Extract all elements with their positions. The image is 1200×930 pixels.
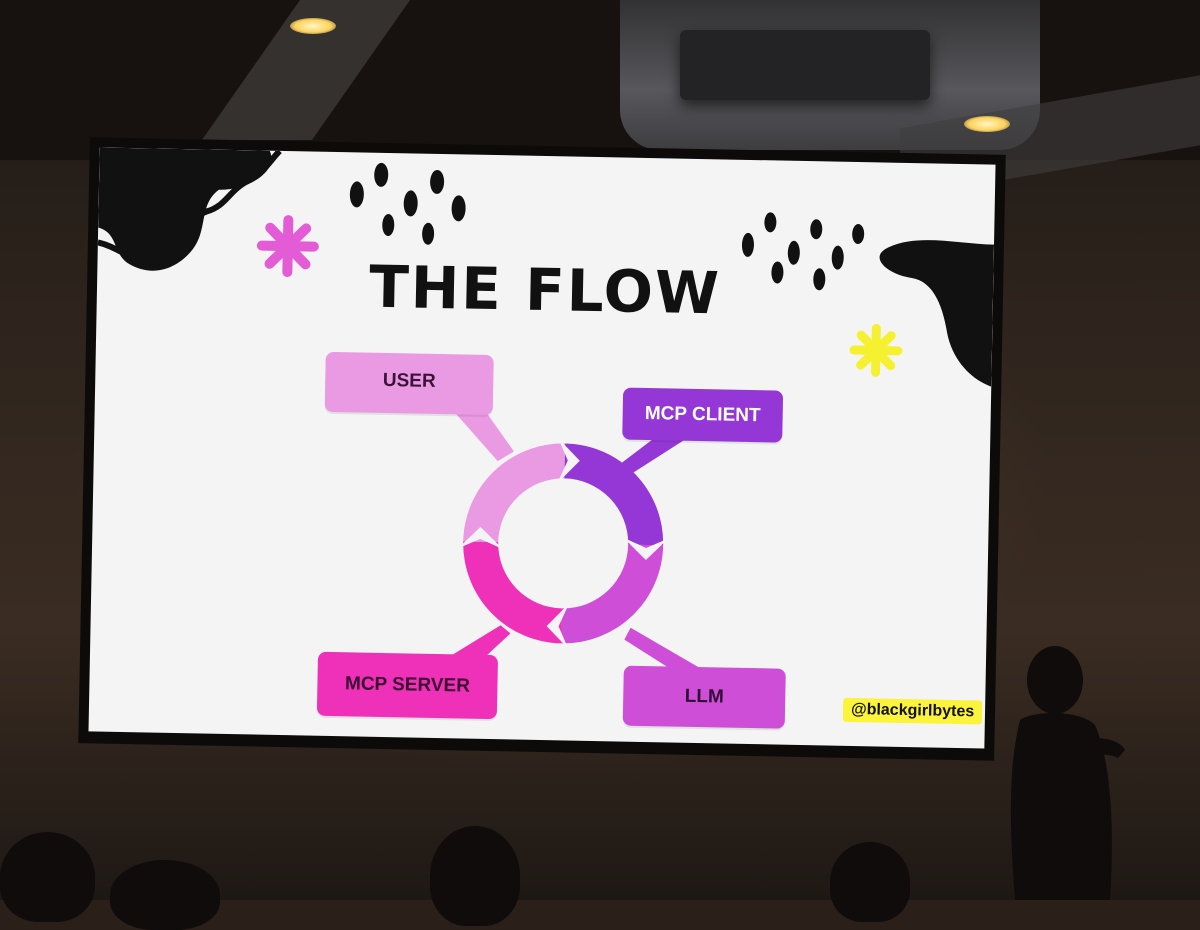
audience-head bbox=[0, 832, 95, 922]
pointer-user bbox=[454, 412, 514, 462]
ink-splat-top-left bbox=[98, 147, 272, 271]
pointer-mcp-server bbox=[450, 625, 511, 657]
ceiling-light bbox=[964, 116, 1010, 132]
social-handle: @blackgirlbytes bbox=[842, 697, 983, 725]
cycle-segment-llm bbox=[561, 544, 664, 644]
node-llm: LLM bbox=[622, 665, 786, 729]
pointer-llm bbox=[624, 627, 702, 670]
rain-dots-left bbox=[349, 162, 466, 245]
cycle-segment-mcp-client bbox=[564, 443, 664, 546]
node-mcp-server: MCP SERVER bbox=[316, 651, 499, 720]
yellow-star-icon bbox=[849, 323, 903, 377]
audience-head bbox=[430, 826, 520, 926]
node-mcp-client-label: MCP CLIENT bbox=[644, 402, 761, 427]
rain-dots-right bbox=[741, 212, 865, 291]
cycle-segment-user bbox=[463, 443, 566, 543]
node-llm-label: LLM bbox=[684, 685, 724, 708]
slide: THE FLOW USER MCP CLIENT LLM MCP SERVER … bbox=[88, 147, 996, 749]
ink-splat-right bbox=[879, 240, 995, 387]
node-mcp-server-label: MCP SERVER bbox=[344, 673, 471, 697]
pink-star-icon bbox=[256, 215, 319, 278]
speaker-silhouette bbox=[1000, 640, 1130, 900]
audience-head bbox=[110, 860, 220, 930]
flow-cycle-diagram bbox=[458, 438, 669, 649]
projector bbox=[680, 30, 930, 100]
slide-decorations bbox=[97, 147, 995, 670]
cycle-segment-mcp-server bbox=[463, 541, 562, 644]
pointer-mcp-client bbox=[615, 438, 687, 478]
ceiling-light bbox=[290, 18, 336, 34]
projection-screen: THE FLOW USER MCP CLIENT LLM MCP SERVER … bbox=[78, 137, 1006, 761]
audience bbox=[0, 820, 1200, 930]
node-user-label: USER bbox=[382, 369, 436, 392]
callout-pointers bbox=[450, 412, 702, 670]
node-user: USER bbox=[324, 351, 494, 416]
node-mcp-client: MCP CLIENT bbox=[622, 387, 784, 443]
cycle-arrow-gaps bbox=[458, 438, 669, 649]
audience-head bbox=[830, 842, 910, 922]
ink-squiggle-top-left bbox=[97, 148, 282, 266]
